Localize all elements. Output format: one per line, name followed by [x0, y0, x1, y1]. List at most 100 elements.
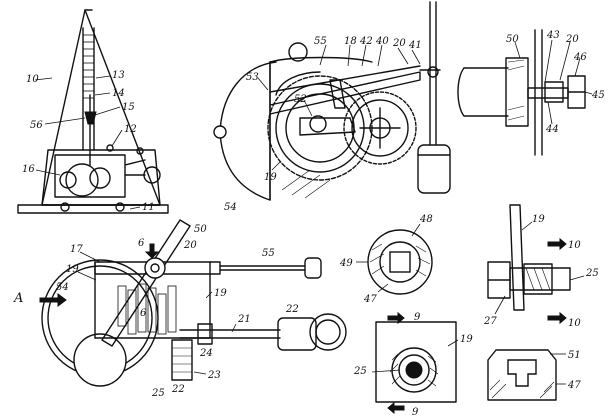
ring-22-inner	[315, 319, 341, 345]
link-40	[329, 79, 346, 109]
section-hatching	[389, 353, 439, 387]
label-41: 41	[408, 40, 422, 51]
label-25: 25	[353, 366, 367, 377]
label-11: 11	[142, 202, 155, 213]
leader-21	[231, 323, 237, 333]
pivot-20	[144, 257, 166, 279]
foot-left	[60, 202, 70, 212]
arrow-9-top	[387, 311, 405, 325]
label-56: 56	[30, 120, 43, 131]
leader-19	[521, 221, 533, 231]
shaft-end	[457, 67, 465, 117]
leader-12	[111, 129, 123, 147]
lower-disk	[73, 333, 127, 387]
label-22: 22	[285, 304, 299, 315]
label-19: 19	[66, 264, 79, 275]
leader-45	[584, 91, 593, 95]
fig8-block: 51 47	[487, 349, 581, 401]
leader-48	[411, 223, 421, 237]
leader-25	[371, 369, 401, 373]
label-15: 15	[122, 102, 135, 113]
fig4-mechanism-plan: A 17 19 54 6 20 50 55 19 6 22 21 24 22 2…	[13, 219, 347, 399]
bearing-hatching	[507, 59, 525, 121]
label-20: 20	[565, 34, 579, 45]
leader-10	[34, 77, 53, 81]
leader-40	[377, 44, 383, 67]
foot-right	[115, 202, 125, 212]
ring-slot	[389, 251, 411, 273]
label-19: 19	[460, 334, 473, 345]
block-47	[487, 349, 557, 401]
label-50: 50	[194, 224, 207, 235]
housing-top-rim	[269, 56, 373, 63]
label-10-top: 10	[568, 240, 581, 251]
label-45: 45	[591, 90, 605, 101]
label-42: 42	[359, 36, 373, 47]
arrow-10-top	[547, 237, 567, 251]
scale-ticks	[83, 34, 94, 99]
pendulum-weight	[84, 111, 97, 125]
knob-small	[136, 147, 144, 155]
fig6-bolt: 19 10 25 27 10	[483, 204, 599, 329]
label-A: A	[13, 291, 23, 306]
label-17: 17	[70, 244, 83, 255]
leader-27	[494, 295, 506, 315]
label-16: 16	[22, 164, 35, 175]
nut-45	[567, 75, 586, 109]
knob-55	[304, 257, 322, 279]
label-13: 13	[112, 70, 125, 81]
ring-22	[309, 313, 347, 351]
label-55: 55	[262, 248, 275, 259]
label-10: 10	[26, 74, 39, 85]
label-27: 27	[483, 316, 497, 327]
label-19: 19	[264, 172, 277, 183]
leader-11	[129, 206, 141, 210]
ratchet-cross	[359, 107, 401, 149]
shaft-52	[309, 115, 327, 133]
label-44: 44	[545, 124, 559, 135]
leader-56	[44, 117, 86, 125]
leader-42	[361, 44, 367, 67]
label-53: 53	[246, 72, 259, 83]
fig3-shaft-detail: 50 43 20 46 45 44	[457, 29, 605, 156]
arrow-10-bottom	[547, 311, 567, 325]
gear-23	[171, 339, 193, 381]
fig7-section: 9 19 25 9	[353, 311, 473, 418]
label-25: 25	[585, 268, 599, 279]
housing-cap	[288, 42, 308, 62]
label-52: 52	[294, 94, 307, 105]
label-48: 48	[419, 214, 433, 225]
leader-43	[544, 39, 553, 83]
clockwork-box	[54, 154, 126, 198]
large-gear	[267, 75, 373, 181]
label-47: 47	[363, 294, 377, 305]
leader-46	[574, 57, 581, 77]
bearing-block-50	[505, 57, 529, 127]
leader-17	[79, 251, 101, 263]
fig5-ring: 48 49 47	[339, 214, 433, 305]
leader-55	[319, 44, 327, 66]
leader-16	[35, 169, 61, 176]
nut-41	[427, 66, 439, 78]
pin-43	[527, 87, 569, 99]
ring-inner	[379, 241, 421, 283]
leader-20b	[559, 41, 571, 81]
pivot-20-center	[150, 263, 160, 273]
metronome-body	[41, 9, 161, 206]
leader-53	[257, 77, 269, 91]
leader-13	[95, 75, 111, 79]
bolt-threads	[525, 267, 551, 291]
arm-18-top	[269, 65, 421, 93]
gear-stack	[117, 283, 177, 335]
ratchet-wheel	[343, 91, 417, 165]
weight-block	[417, 144, 451, 194]
label-24: 24	[199, 348, 213, 359]
label-40: 40	[375, 36, 389, 47]
label-21: 21	[237, 314, 251, 325]
leader-44	[547, 101, 553, 125]
arrow-9-bottom	[387, 401, 405, 415]
leader-15	[94, 106, 121, 116]
leader-14	[94, 92, 111, 96]
washer-46	[544, 81, 564, 103]
